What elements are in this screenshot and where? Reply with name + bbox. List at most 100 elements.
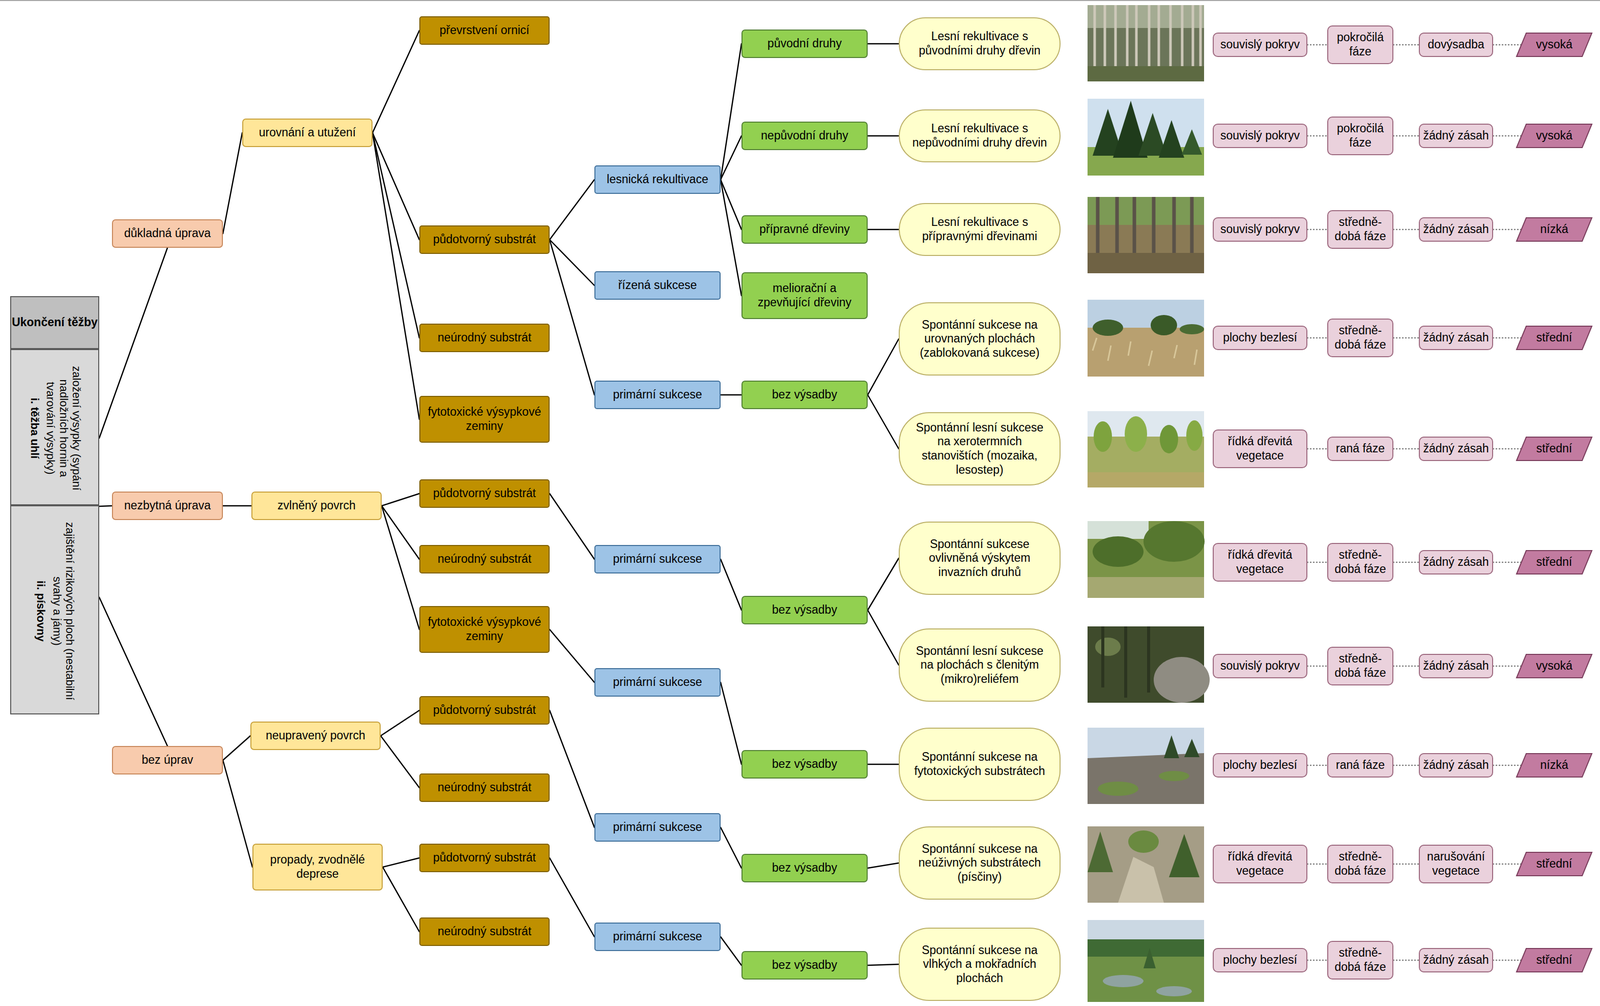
tree-connector [372,132,420,420]
value-tag: střední [1516,851,1593,877]
node-text: nepůvodní druhy [760,128,848,144]
node-text: bez výsadby [772,387,838,403]
succession-box: Spontánní sukcese na fytotoxických subst… [898,727,1061,802]
tree-connector [372,30,420,133]
node-text: pokročilá fáze [1330,30,1390,59]
node-text: fytotoxické výsypkové zeminy [424,405,545,434]
phase-box: raná fáze [1327,753,1394,778]
substrate-box: fytotoxické výsypkové zeminy [419,606,550,653]
tree-connector [99,597,168,747]
node-text: střední [1536,441,1573,456]
intervention-box: žádný zásah [1418,436,1494,462]
dotted-connector [1393,561,1419,564]
phase-box: raná fáze [1327,436,1394,462]
phase-box: pokročilá fáze [1327,25,1394,64]
intervention-box: žádný zásah [1418,325,1494,351]
phase-box: středně-dobá fáze [1327,210,1394,249]
node-text: Spontánní sukcese na urovnaných plochách… [910,318,1049,361]
cover-box: souvislý pokryv [1212,217,1308,242]
dotted-connector [1493,561,1522,564]
intervention-box: žádný zásah [1418,753,1494,778]
node-text: vysoká [1535,659,1573,674]
tree-connector [720,682,742,765]
node-text: střední [1536,856,1573,872]
phase-box: pokročilá fáze [1327,116,1394,155]
node-text: převrstvení ornicí [439,23,530,38]
tree-connector [867,394,899,449]
site-photo [1087,98,1205,176]
value-tag: střední [1516,948,1593,973]
phase-box: středně-dobá fáze [1327,940,1394,980]
dotted-connector [1307,229,1328,231]
node-text: nízká [1540,222,1569,237]
succession-box: Spontánní sukcese na neúživných substrát… [898,826,1061,900]
node-text: původní druhy [767,36,842,51]
substrate-box: půdotvorný substrát [419,225,550,254]
node-text: souvislý pokryv [1220,222,1300,237]
planting-box: bez výsadby [741,750,868,779]
dotted-connector [1307,764,1328,767]
tree-connector [372,132,420,338]
node-text: Spontánní sukcese ovlivněná výskytem inv… [910,537,1049,580]
substrate-box: převrstvení ornicí [419,16,550,45]
dotted-connector [1307,135,1328,137]
node-text: středně-dobá fáze [1330,849,1390,878]
dotted-connector [1393,863,1419,866]
phase-box: středně-dobá fáze [1327,318,1394,357]
top-rule [0,0,1600,2]
tree-connector [549,858,595,937]
dotted-connector [1493,959,1522,962]
succession-box: Lesní rekultivace s přípravnými dřevinam… [898,203,1061,256]
cover-box: plochy bezlesí [1212,948,1308,973]
mining-band: zajištění rizikových ploch (nestabilní s… [10,505,100,715]
value-tag: vysoká [1516,653,1593,679]
tree-connector [867,558,899,611]
node-text: pokročilá fáze [1330,121,1390,150]
node-text: Spontánní lesní sukcese na xerotermních … [910,420,1049,477]
site-photo [1087,5,1205,82]
node-text: žádný zásah [1422,953,1489,968]
tree-connector [372,132,420,240]
succession-box: Spontánní lesní sukcese na plochách s čl… [898,628,1061,702]
node-text: středně-dobá fáze [1330,548,1390,577]
node-text: zvlněný povrch [277,498,356,513]
tree-connector [222,735,251,761]
node-text: souvislý pokryv [1220,128,1300,144]
node-text: neúrodný substrát [437,924,532,939]
node-text: střední [1536,330,1573,346]
node-text: bez výsadby [772,861,838,876]
node-text: důkladná úprava [124,226,211,241]
node-text: plochy bezlesí [1222,330,1298,346]
cover-box: souvislý pokryv [1212,653,1308,679]
node-text: Spontánní sukcese na neúživných substrát… [910,842,1049,885]
tree-connector [380,710,420,736]
planting-box: bez výsadby [741,853,868,883]
tree-connector [381,493,420,506]
cover-box: řídká dřevitá vegetace [1212,543,1308,582]
method-box: primární sukcese [594,813,721,842]
tree-connector [867,135,899,137]
node-text: vysoká [1535,37,1573,52]
tree-connector [867,763,899,766]
node-text: žádný zásah [1422,555,1489,570]
node-text: primární sukcese [612,820,702,835]
cover-box: řídká dřevitá vegetace [1212,429,1308,468]
succession-box: Lesní rekultivace s původními druhy dřev… [898,17,1061,71]
tree-connector [382,858,420,868]
cover-box: souvislý pokryv [1212,123,1308,149]
node-text: souvislý pokryv [1220,37,1300,52]
substrate-box: půdotvorný substrát [419,479,550,508]
surface-box: zvlněný povrch [251,491,382,521]
node-text: Spontánní lesní sukcese na plochách s čl… [910,644,1049,687]
tree-connector [867,338,899,395]
value-tag: vysoká [1516,123,1593,149]
dotted-connector [1393,665,1419,668]
node-text: přípravné dřeviny [759,222,850,237]
dotted-connector [1493,863,1522,866]
dotted-connector [1393,135,1419,137]
dotted-connector [1493,764,1522,767]
tree-connector [549,629,595,683]
site-photo [1087,920,1205,1003]
node-text: zajištění rizikových ploch (nestabilní s… [50,512,77,710]
